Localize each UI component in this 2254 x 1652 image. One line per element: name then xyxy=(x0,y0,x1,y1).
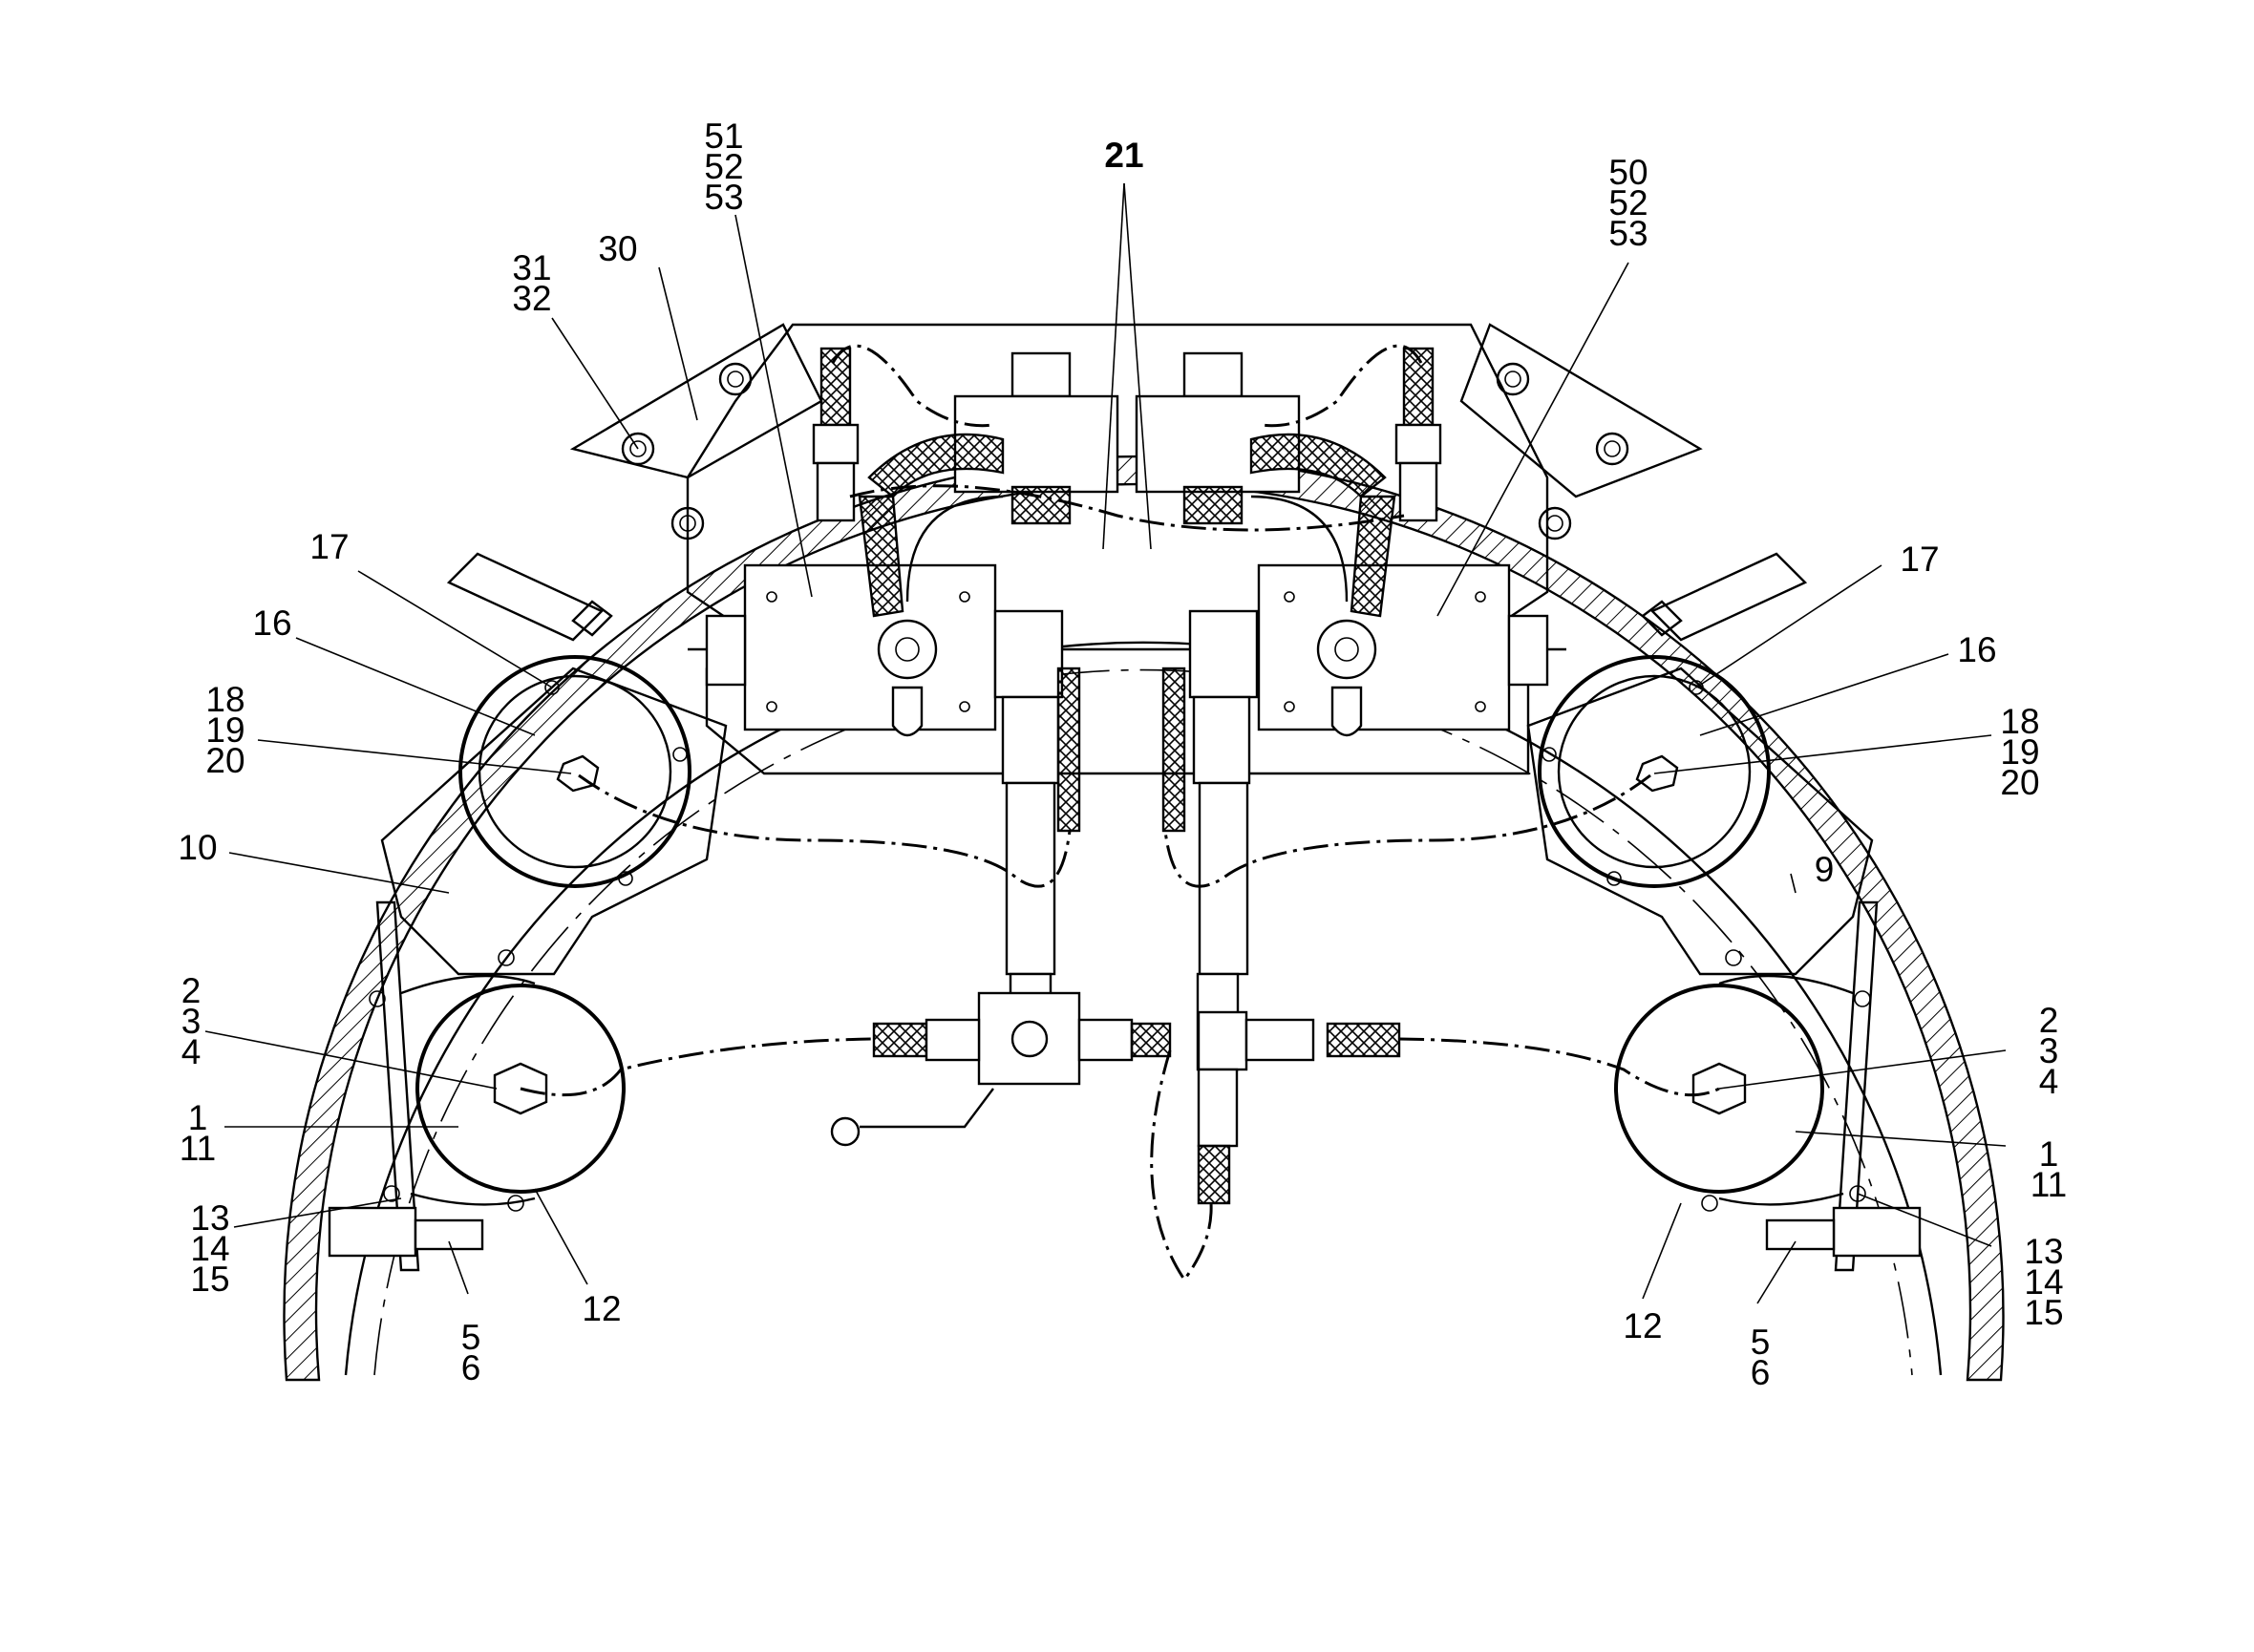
side-actuators xyxy=(446,552,1808,642)
callout-5-6-right: 5 6 xyxy=(1750,1323,1771,1392)
callout-13-14-15-left: 13 14 15 xyxy=(190,1198,230,1299)
callout-1-11-right: 1 11 xyxy=(2030,1134,2068,1204)
callout-13-14-15-right: 13 14 15 xyxy=(2024,1232,2064,1332)
callout-2-3-4-left: 2 3 4 xyxy=(181,971,202,1071)
tank-right xyxy=(1614,949,1922,1258)
callout-1-11-left: 1 11 xyxy=(179,1098,217,1168)
callout-18-19-20-left: 18 19 20 xyxy=(205,680,245,780)
callout-9: 9 xyxy=(1814,850,1835,889)
frame-bolts xyxy=(621,362,1629,540)
callout-31-32: 31 32 xyxy=(512,248,552,318)
callout-10: 10 xyxy=(178,828,218,867)
callout-51-52-53: 51 52 53 xyxy=(704,116,744,217)
callout-12-right: 12 xyxy=(1623,1306,1663,1345)
callout-17-right: 17 xyxy=(1900,540,1940,579)
valve-block-left xyxy=(705,563,997,731)
distribution-valve xyxy=(830,991,1401,1205)
callout-17-left: 17 xyxy=(309,527,350,566)
leader-lines xyxy=(204,182,2007,1304)
outer-housing-ring xyxy=(283,455,2005,1382)
hand-levers xyxy=(858,495,1396,737)
callout-50-52-53: 50 52 53 xyxy=(1608,153,1648,253)
hydraulic-lines xyxy=(520,344,1720,1282)
callout-30: 30 xyxy=(598,229,638,268)
callout-2-3-4-right: 2 3 4 xyxy=(2038,1001,2059,1101)
callout-16-right: 16 xyxy=(1957,630,1997,669)
callout-21: 21 xyxy=(1104,136,1144,175)
upper-hoses xyxy=(812,347,1442,603)
tank-left xyxy=(328,949,626,1258)
valve-block-right xyxy=(1257,563,1549,731)
callout-18-19-20-right: 18 19 20 xyxy=(2000,702,2040,802)
callout-5-6-left: 5 6 xyxy=(460,1318,481,1387)
callout-12-left: 12 xyxy=(582,1289,622,1328)
accumulator-right xyxy=(1538,655,1771,888)
callout-16-left: 16 xyxy=(252,604,292,643)
